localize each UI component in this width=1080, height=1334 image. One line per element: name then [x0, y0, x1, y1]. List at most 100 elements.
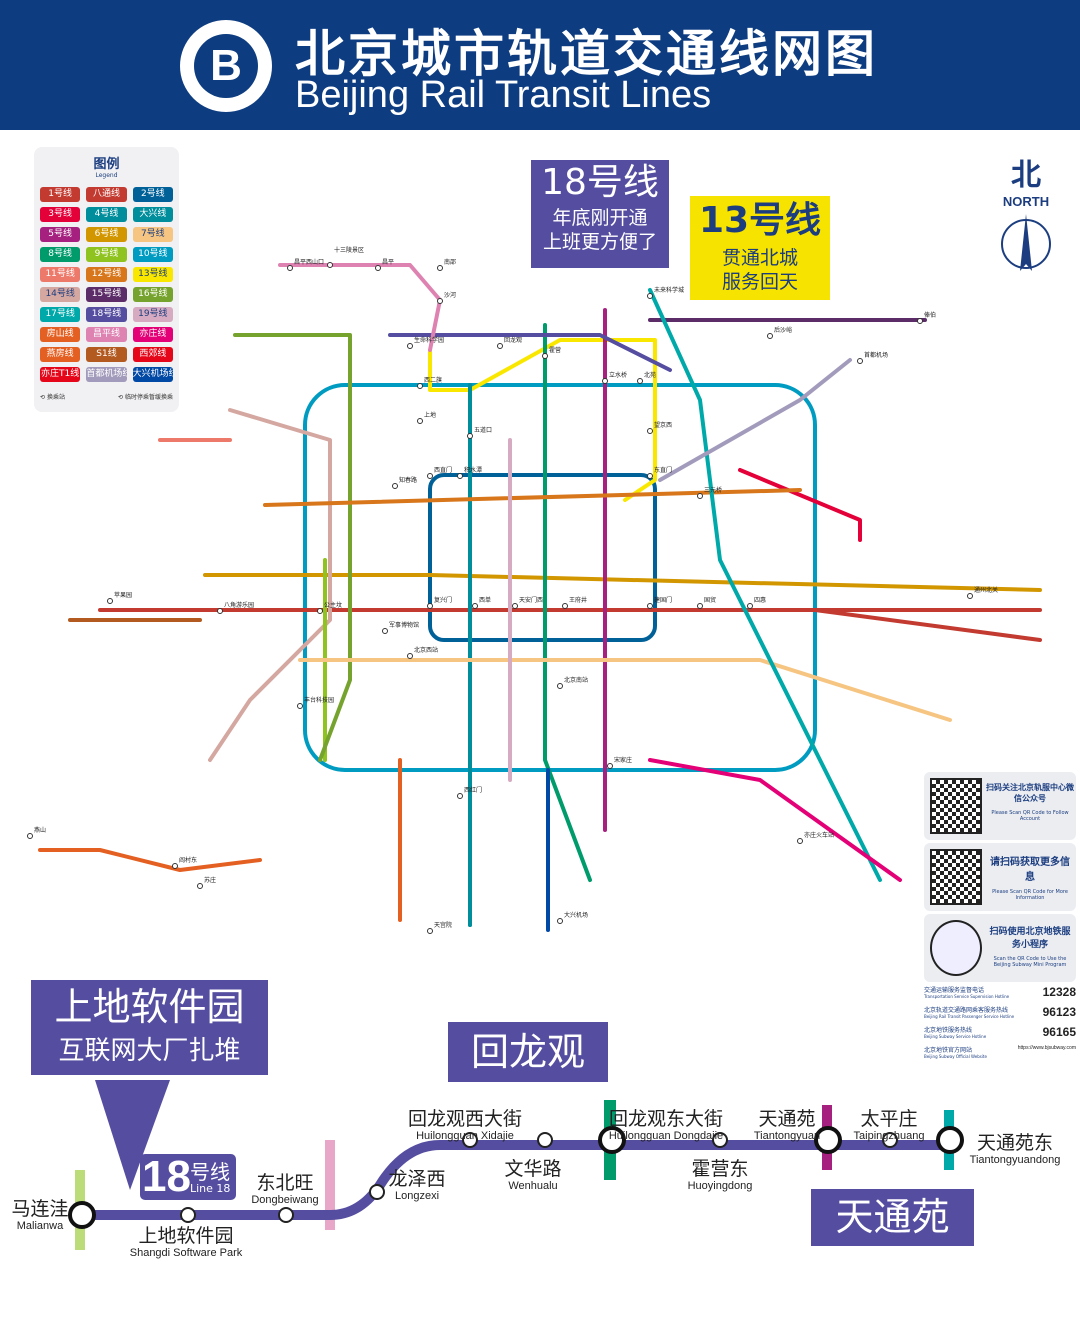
beijing-subway-logo: B — [180, 20, 272, 112]
map-station-label: 天宫院 — [434, 921, 452, 929]
compass-icon — [1001, 214, 1051, 271]
map-station-marker — [407, 653, 413, 659]
map-station-marker — [317, 608, 323, 614]
map-station-marker — [437, 265, 443, 271]
map-station-marker — [697, 603, 703, 609]
legend-item: 2号线 — [132, 187, 173, 202]
map-station-label: 积水潭 — [464, 466, 482, 474]
map-station-label: 上地 — [424, 411, 436, 419]
map-station-label: 军事博物馆 — [389, 621, 419, 629]
map-station-marker — [647, 473, 653, 479]
map-station-marker — [647, 293, 653, 299]
legend-item: 10号线 — [132, 247, 173, 262]
north-arrow: 北 NORTH — [996, 150, 1056, 283]
yizhuang-line — [648, 758, 902, 882]
legend-item: 12号线 — [86, 267, 127, 282]
map-station-label: 沙河 — [444, 291, 456, 299]
map-station-label: 南邵 — [444, 258, 456, 266]
map-station-marker — [512, 603, 518, 609]
map-station-label: 十三陵景区 — [334, 246, 364, 254]
callout-pointer — [95, 1080, 170, 1190]
map-station-marker — [557, 918, 563, 924]
map-station-label: 西单 — [479, 596, 491, 604]
map-station-marker — [327, 262, 333, 268]
map-station-label: 望京西 — [654, 421, 672, 429]
line-8 — [543, 323, 592, 882]
map-station-marker — [417, 418, 423, 424]
map-station-marker — [697, 493, 703, 499]
transfer-icon — [598, 1126, 626, 1154]
legend-item: 大兴机场线 — [132, 367, 173, 382]
line-17 — [648, 288, 882, 882]
map-station-label: 复兴门 — [434, 596, 452, 604]
map-station-label: 北苑 — [644, 371, 656, 379]
map-station-marker — [27, 833, 33, 839]
map-station-marker — [437, 298, 443, 304]
legend-item: 19号线 — [132, 307, 173, 322]
map-station-label: 大兴机场 — [564, 911, 588, 919]
line-18 — [388, 333, 672, 372]
legend-item: 6号线 — [86, 227, 127, 242]
legend-item: 房山线 — [40, 327, 81, 342]
legend-item: 15号线 — [86, 287, 127, 302]
map-station-label: 建国门 — [654, 596, 672, 604]
legend-item: 西郊线 — [132, 347, 173, 362]
line-7 — [298, 658, 952, 722]
map-station-label: 未来科学城 — [654, 286, 684, 294]
legend-item: 14号线 — [40, 287, 81, 302]
transfer-icon — [68, 1201, 96, 1229]
map-station-marker — [607, 763, 613, 769]
legend-item: 9号线 — [86, 247, 127, 262]
shangdi-banner: 上地软件园互联网大厂扎堆 — [31, 980, 268, 1075]
legend-item: 13号线 — [132, 267, 173, 282]
map-station-label: 东直门 — [654, 466, 672, 474]
map-station-marker — [287, 265, 293, 271]
map-station-label: 俸伯 — [924, 311, 936, 319]
transfer-icon — [936, 1126, 964, 1154]
map-station-marker — [467, 433, 473, 439]
map-station-label: 苹果园 — [114, 591, 132, 599]
map-station-marker — [297, 703, 303, 709]
legend-title: 图例 — [93, 157, 120, 172]
title-en: Beijing Rail Transit Lines — [295, 74, 712, 116]
transfer-legend: ⟲ 换乘站 — [40, 394, 65, 401]
map-station-marker — [857, 358, 863, 364]
map-station-marker — [197, 883, 203, 889]
legend-item: 八通线 — [86, 187, 127, 202]
transfer-icon — [814, 1126, 842, 1154]
line-6 — [203, 573, 1042, 592]
suspended-legend: ⟲ 临时停乘暂缓换乘 — [118, 394, 173, 401]
map-station-marker — [382, 628, 388, 634]
map-station-label: 北京南站 — [564, 676, 588, 684]
title-cn: 北京城市轨道交通线网图 — [295, 25, 878, 83]
line18-callout: 18号线 年底刚开通 上班更方便了 — [531, 160, 669, 268]
map-station-label: 四惠 — [754, 596, 766, 604]
line-10 — [303, 383, 817, 772]
map-station-marker — [647, 428, 653, 434]
map-station-marker — [392, 483, 398, 489]
map-station-marker — [427, 928, 433, 934]
map-station-label: 霍营 — [549, 346, 561, 354]
line13-callout: 13号线 贯通北城 服务回天 — [690, 196, 830, 300]
map-station-marker — [557, 683, 563, 689]
map-station-marker — [407, 343, 413, 349]
map-station-marker — [172, 863, 178, 869]
map-station-marker — [602, 378, 608, 384]
line-3 — [738, 468, 862, 542]
map-station-label: 首都机场 — [864, 351, 888, 359]
